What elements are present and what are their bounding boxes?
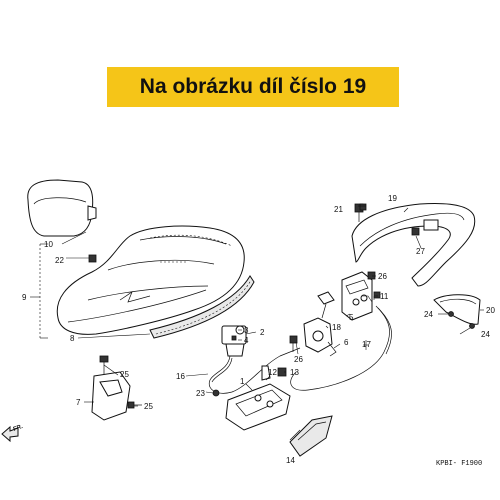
- callout-4: 4: [244, 336, 249, 345]
- cover-20: [433, 294, 481, 329]
- backrest-pad: [27, 179, 97, 237]
- callout-17: 17: [362, 340, 371, 349]
- callout-13: 13: [290, 368, 299, 377]
- callout-19: 19: [388, 194, 397, 203]
- helmet-holder: [225, 365, 291, 431]
- bolt-21: [359, 203, 367, 211]
- callout-numbers: 10 22 9 8 25 7 25 2 3 4 16 23 1 12 13 14…: [22, 194, 495, 465]
- callout-27: 27: [416, 247, 425, 256]
- seat-latch: [221, 325, 247, 357]
- callout-26-upper: 26: [378, 272, 387, 281]
- callout-7: 7: [76, 398, 81, 407]
- callout-24-right: 24: [481, 330, 490, 339]
- callout-25-lower: 25: [144, 402, 153, 411]
- seat: [56, 225, 245, 335]
- bolt-26-lower: [289, 335, 298, 352]
- callout-16: 16: [176, 372, 185, 381]
- diagram-code: KPBI- F1900: [436, 460, 482, 468]
- callout-22: 22: [55, 256, 64, 265]
- callout-24-left: 24: [424, 310, 433, 319]
- callout-18: 18: [332, 323, 341, 332]
- callout-14: 14: [286, 456, 295, 465]
- front-marker: FR.: [13, 424, 24, 433]
- callout-11: 11: [380, 292, 389, 301]
- bolt-22: [88, 254, 97, 263]
- callout-20: 20: [486, 306, 495, 315]
- callout-23: 23: [196, 389, 205, 398]
- banner-text: Na obrázku díl číslo 19: [139, 75, 367, 98]
- grab-rail-19: [351, 203, 476, 287]
- callout-12: 12: [268, 368, 277, 377]
- callout-9: 9: [22, 293, 27, 302]
- callout-26-lower: 26: [294, 355, 303, 364]
- seat-base-strip: [149, 275, 255, 339]
- cover-14: [289, 415, 333, 457]
- leader-lines: [30, 205, 484, 441]
- callout-5: 5: [349, 313, 354, 322]
- callout-6: 6: [344, 338, 349, 347]
- front-arrow-icon: [1, 425, 19, 443]
- callout-8: 8: [70, 334, 75, 343]
- callout-10: 10: [44, 240, 53, 249]
- callout-1: 1: [240, 377, 245, 386]
- clip-6: [327, 341, 337, 357]
- seat-lock-18: [303, 291, 335, 353]
- bolt-23: [212, 389, 220, 397]
- callout-25-upper: 25: [120, 370, 129, 379]
- callout-3: 3: [244, 326, 249, 335]
- callout-2: 2: [260, 328, 265, 337]
- lock-cable-17: [290, 305, 392, 391]
- seat-bracket: [91, 355, 142, 421]
- callout-21: 21: [334, 205, 343, 214]
- part-number-banner: Na obrázku díl číslo 19: [107, 67, 399, 107]
- lock-assembly: [341, 271, 381, 321]
